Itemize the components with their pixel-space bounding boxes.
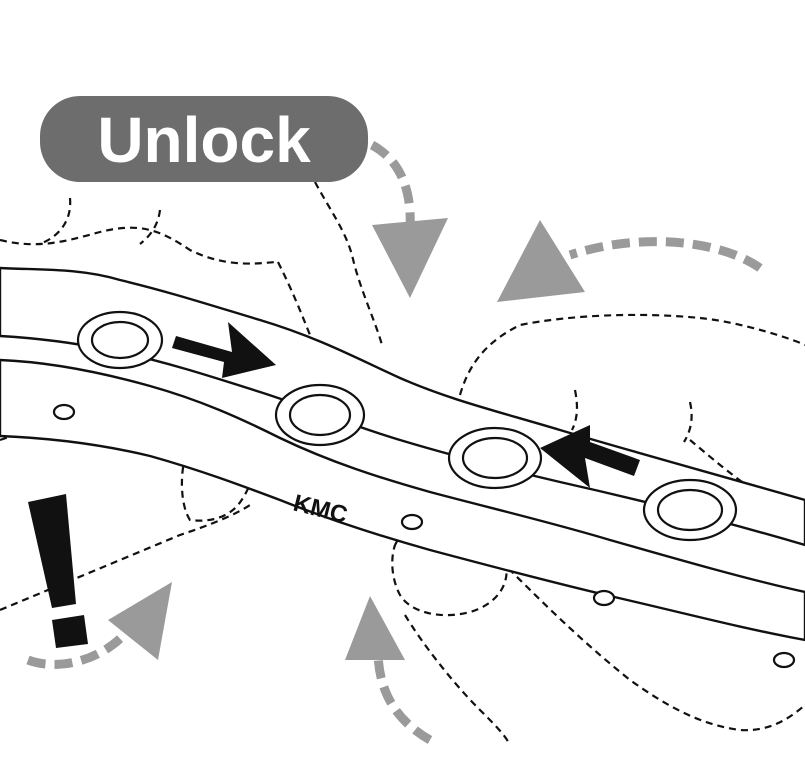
chain-roller — [274, 383, 366, 447]
warning-icon: ! — [28, 494, 88, 648]
pin-hole — [52, 403, 76, 421]
pin-hole — [772, 651, 796, 669]
press-arrow-icon — [540, 425, 640, 488]
unlock-badge-label: Unlock — [97, 104, 311, 176]
chain-roller — [447, 426, 543, 490]
pin-hole — [400, 513, 424, 531]
unlock-badge: Unlock — [40, 96, 368, 182]
chain-roller — [76, 310, 164, 370]
rotate-arrow-icon — [497, 220, 763, 302]
bicycle-chain: KMC — [0, 266, 805, 669]
rotate-arrow-icon — [345, 596, 433, 744]
pin-hole — [592, 589, 616, 607]
rotate-arrow-icon — [26, 582, 172, 669]
rotate-arrow-icon — [369, 141, 448, 298]
press-arrow-icon — [172, 322, 276, 378]
chain-roller — [642, 478, 738, 542]
